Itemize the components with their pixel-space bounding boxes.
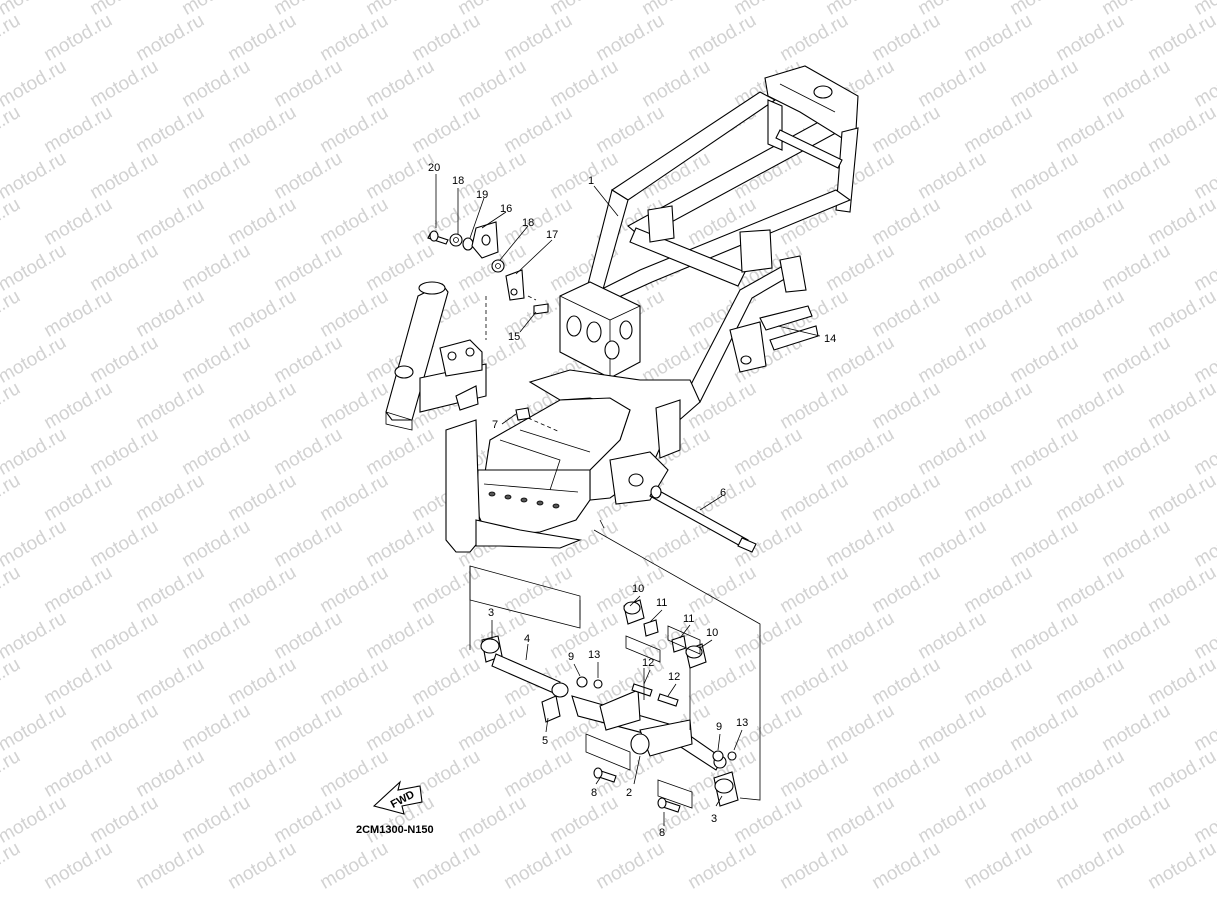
mount-hardware (427, 221, 549, 340)
part-number: 3 (488, 607, 494, 619)
part-labels: 1 2 3 3 4 5 6 7 8 8 9 9 10 10 11 11 12 1… (428, 162, 836, 839)
part-number: 16 (500, 203, 512, 215)
part-number: 9 (716, 721, 722, 733)
main-frame (445, 65, 859, 553)
part-number: 4 (524, 633, 530, 645)
part-number: 18 (452, 175, 464, 187)
part-number: 7 (492, 419, 498, 431)
engine-mount-link (469, 519, 761, 813)
part-number: 15 (508, 331, 520, 343)
part-number: 5 (542, 735, 548, 747)
fwd-arrow-icon: FWD (372, 780, 423, 815)
part-number: 8 (591, 787, 597, 799)
part-number: 11 (656, 597, 667, 609)
bolt-6 (649, 485, 757, 553)
part-number: 6 (720, 487, 726, 499)
part-number: 19 (476, 189, 488, 201)
part-number: 13 (736, 717, 748, 729)
part-number: 9 (568, 651, 574, 663)
part-number: 1 (588, 175, 594, 187)
part-number: 17 (546, 229, 558, 241)
part-number: 20 (428, 162, 440, 174)
part-number: 14 (824, 333, 836, 345)
part-number: 18 (522, 217, 534, 229)
head-pipe-assembly (385, 281, 487, 431)
part-number: 12 (668, 671, 680, 683)
diagram-code: 2CM1300-N150 (356, 824, 434, 836)
part-number: 11 (683, 613, 694, 625)
part-number: 8 (659, 827, 665, 839)
part-number: 2 (626, 787, 632, 799)
nut-7 (515, 407, 561, 433)
part-number: 13 (588, 649, 600, 661)
part-number: 10 (706, 627, 718, 639)
part-number: 10 (632, 583, 644, 595)
part-number: 3 (711, 813, 717, 825)
part-number: 12 (642, 657, 654, 669)
